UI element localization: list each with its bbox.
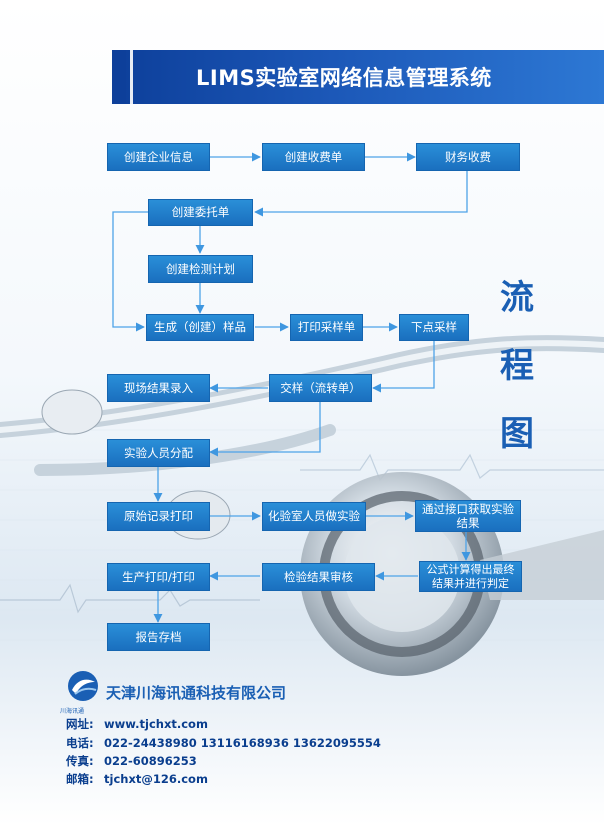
flow-finance-fee: 财务收费 <box>416 143 520 171</box>
flow-production-print: 生产打印/打印 <box>107 563 210 591</box>
website-link[interactable]: www.tjchxt.com <box>104 717 208 731</box>
flow-assign-staff: 实验人员分配 <box>107 439 210 467</box>
email-label: 邮箱: <box>66 772 94 786</box>
header-accent-bar <box>112 50 126 104</box>
fax-label: 传真: <box>66 754 94 768</box>
fax-row: 传真: 022-60896253 <box>66 753 197 769</box>
flow-place-sampling: 下点采样 <box>399 314 469 341</box>
email-link[interactable]: tjchxt@126.com <box>104 772 208 786</box>
flow-create-fee: 创建收费单 <box>262 143 365 171</box>
phone-value: 022-24438980 13116168936 13622095554 <box>104 736 381 750</box>
company-logo <box>68 671 98 701</box>
flow-do-experiment: 化验室人员做实验 <box>262 502 366 531</box>
flow-create-plan: 创建检测计划 <box>148 255 253 283</box>
email-row: 邮箱: tjchxt@126.com <box>66 771 208 787</box>
flow-get-data: 通过接口获取实验结果 <box>415 500 521 532</box>
side-title-char-3: 图 <box>500 414 534 454</box>
flow-print-record: 原始记录打印 <box>107 502 210 531</box>
flow-formula: 公式计算得出最终结果并进行判定 <box>419 561 522 592</box>
flow-create-order: 创建委托单 <box>148 199 253 226</box>
company-name: 天津川海讯通科技有限公司 <box>106 684 287 702</box>
flow-create-company: 创建企业信息 <box>107 143 210 171</box>
page-title: LIMS实验室网络信息管理系统 <box>196 66 492 90</box>
website-row: 网址: www.tjchxt.com <box>66 716 208 732</box>
website-label: 网址: <box>66 717 94 731</box>
header-banner <box>112 50 604 104</box>
flow-archive: 报告存档 <box>107 623 210 651</box>
flow-site-result: 现场结果录入 <box>107 374 210 402</box>
flow-print-sampling: 打印采样单 <box>290 314 363 341</box>
logo-text: 川海讯通 <box>60 708 85 715</box>
phone-row: 电话: 022-24438980 13116168936 13622095554 <box>66 735 381 751</box>
phone-label: 电话: <box>66 736 94 750</box>
side-title-char-1: 流 <box>500 278 534 318</box>
flow-generate-sample: 生成（创建）样品 <box>146 314 254 341</box>
flow-review: 检验结果审核 <box>262 563 375 591</box>
side-title-char-2: 程 <box>500 346 534 386</box>
fax-value: 022-60896253 <box>104 754 197 768</box>
flow-handover: 交样（流转单） <box>269 374 372 402</box>
